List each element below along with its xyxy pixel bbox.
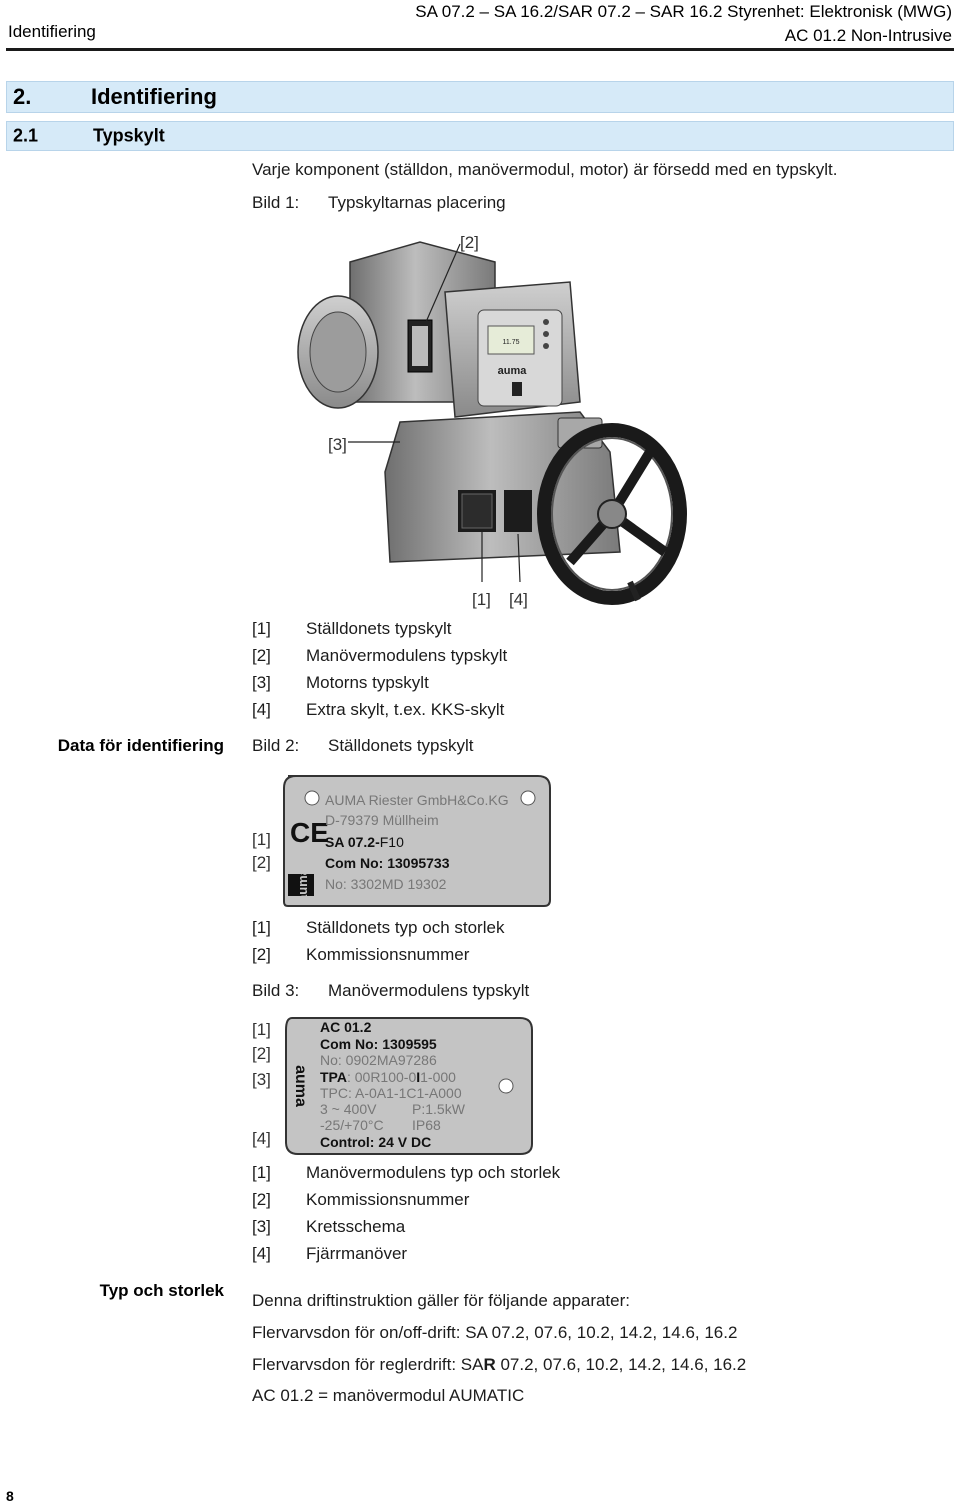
nameplate-commission-number: Com No: 13095733: [325, 855, 450, 871]
nameplate-brand-logo: auma: [295, 867, 310, 902]
figure2-legend-num-2: [2]: [252, 945, 271, 964]
figure3-legend-text-2: Kommissionsnummer: [306, 1190, 470, 1209]
nameplate-type-prefix: SA 07.2-: [325, 834, 380, 850]
figure3-legend-num-2: [2]: [252, 1190, 271, 1209]
figure1-label: Bild 1:: [252, 193, 300, 212]
figure1-legend-text-4: Extra skylt, t.ex. KKS-skylt: [306, 700, 505, 719]
nameplate-manufacturer: AUMA Riester GmbH&Co.KG: [325, 792, 509, 808]
figure2-callout-1: [1]: [252, 830, 271, 849]
figure1-callout-1: [1]: [472, 590, 491, 609]
figure3-label: Bild 3:: [252, 981, 300, 1000]
module-brand-text: auma: [498, 365, 528, 377]
figure1-callout-2: [2]: [460, 233, 479, 252]
figure3-callout-4: [4]: [252, 1129, 271, 1148]
module-plate-control: Control: 24 V DC: [320, 1134, 431, 1150]
section-title: Identifiering: [91, 84, 217, 109]
module-plate-tpa-label: TPA: [320, 1069, 347, 1085]
figure1-legend-text-3: Motorns typskylt: [306, 673, 429, 692]
header-document-title: SA 07.2 – SA 16.2/SAR 07.2 – SAR 16.2 St…: [415, 0, 952, 48]
figure1-legend-num-3: [3]: [252, 673, 271, 692]
header-section-name: Identifiering: [8, 22, 96, 41]
figure3-callout-2: [2]: [252, 1044, 271, 1063]
nameplate-type-suffix: F10: [380, 834, 404, 850]
figure3-legend-num-3: [3]: [252, 1217, 271, 1236]
section-number: 2.: [13, 84, 32, 109]
figure2-label: Bild 2:: [252, 736, 300, 755]
control-module-nameplate: auma AC 01.2 Com No: 1309595 No: 0902MA9…: [252, 1017, 533, 1155]
module-plate-temperature: -25/+70°C: [320, 1117, 384, 1133]
types-modulating-prefix: Flervarvsdon för reglerdrift: SA: [252, 1355, 484, 1374]
types-modulating-suffix: 07.2, 07.6, 10.2, 14.2, 14.6, 16.2: [495, 1355, 747, 1374]
figure1-legend-text-1: Ställdonets typskylt: [306, 619, 452, 638]
side-heading-identification: Data för identifiering: [57, 736, 224, 755]
module-plate-tpa-value-b: I: [416, 1069, 420, 1085]
figure2-legend-text-1: Ställdonets typ och storlek: [306, 918, 505, 937]
side-heading-type-size: Typ och storlek: [99, 1281, 224, 1300]
intro-paragraph: Varje komponent (ställdon, manövermodul,…: [252, 160, 838, 179]
module-plate-type: AC 01.2: [320, 1019, 372, 1035]
module-plate-protection: IP68: [412, 1117, 441, 1133]
header-rule: [6, 48, 954, 51]
types-intro: Denna driftinstruktion gäller för följan…: [252, 1291, 630, 1310]
subsection-title: Typskylt: [93, 125, 165, 146]
figure2-callout-2: [2]: [252, 853, 271, 872]
figure3-callout-3: [3]: [252, 1070, 271, 1089]
nameplate-address: D-79379 Müllheim: [325, 812, 439, 828]
types-modulating-line: Flervarvsdon för reglerdrift: SAR 07.2, …: [252, 1355, 746, 1375]
module-plate-power: P:1.5kW: [412, 1101, 466, 1117]
figure3-callout-1: [1]: [252, 1020, 271, 1039]
types-onoff-line: Flervarvsdon för on/off-drift: SA 07.2, …: [252, 1323, 738, 1342]
module-plate-tpa-value-c: 1-000: [420, 1069, 456, 1085]
figure1-callout-3: [3]: [328, 435, 347, 454]
module-plate-tpa-value-a: : 00R100-0: [347, 1069, 416, 1085]
module-plate-serial-number: No: 0902MA97286: [320, 1052, 437, 1068]
header-title-line2: AC 01.2 Non-Intrusive: [784, 26, 952, 45]
figure1-callout-4: [4]: [509, 590, 528, 609]
display-readout: 11.75: [503, 339, 520, 346]
figure3-legend-num-1: [1]: [252, 1163, 271, 1182]
figure3-caption: Manövermodulens typskylt: [328, 981, 530, 1000]
actuator-illustration: 11.75 auma [2] [3] [1] [4]: [297, 233, 687, 609]
figure1-legend-num-2: [2]: [252, 646, 271, 665]
figure1-caption: Typskyltarnas placering: [328, 193, 506, 212]
module-plate-wiring-diagram: TPA: 00R100-0I1-000: [320, 1069, 456, 1085]
nameplate-serial-number: No: 3302MD 19302: [325, 876, 447, 892]
actuator-nameplate: CE auma AUMA Riester GmbH&Co.KG D-79379 …: [252, 775, 551, 907]
page-number: 8: [6, 1488, 14, 1504]
figure2-legend-text-2: Kommissionsnummer: [306, 945, 470, 964]
figure3-legend-text-1: Manövermodulens typ och storlek: [306, 1163, 561, 1182]
subsection-number: 2.1: [13, 125, 39, 146]
module-plate-commission-number: Com No: 1309595: [320, 1036, 437, 1052]
figure1-legend-num-1: [1]: [252, 619, 271, 638]
figure3-legend-text-3: Kretsschema: [306, 1217, 406, 1236]
types-modulating-bold: R: [483, 1355, 496, 1374]
module-plate-voltage: 3 ~ 400V: [320, 1101, 377, 1117]
section-heading: 2. Identifiering: [6, 81, 954, 113]
figure2-caption: Ställdonets typskylt: [328, 736, 474, 755]
module-plate-brand-logo: auma: [292, 1065, 309, 1107]
figure3-legend-num-4: [4]: [252, 1244, 271, 1263]
figure3-legend-text-4: Fjärrmanöver: [306, 1244, 408, 1263]
header-title-line1: SA 07.2 – SA 16.2/SAR 07.2 – SAR 16.2 St…: [415, 2, 952, 21]
figure1-legend-text-2: Manövermodulens typskylt: [306, 646, 508, 665]
nameplate-type: SA 07.2-F10: [325, 834, 404, 850]
ce-mark: CE: [290, 817, 329, 848]
figure1-legend-num-4: [4]: [252, 700, 271, 719]
subsection-heading: 2.1 Typskylt: [6, 121, 954, 151]
figure2-legend-num-1: [1]: [252, 918, 271, 937]
module-plate-tpc: TPC: A-0A1-1C1-A000: [320, 1085, 462, 1101]
types-aumatic-line: AC 01.2 = manövermodul AUMATIC: [252, 1386, 525, 1405]
